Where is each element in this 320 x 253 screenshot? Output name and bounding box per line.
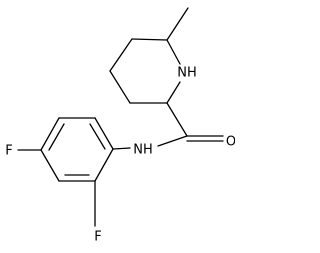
bond-c6-methyl (166, 7, 189, 41)
bond-ar-inner-3 (48, 123, 65, 151)
bonds (17, 7, 224, 227)
bond-c4-c3 (109, 70, 131, 104)
amide-nitrogen-label: NH (133, 143, 153, 158)
bond-c2-carbonyl (166, 102, 188, 137)
bond-amide-nh-aryl (112, 147, 131, 150)
bond-c2-ring-nh (166, 81, 181, 104)
bond-ar-c4-c5 (40, 117, 60, 151)
fluorine-para-label: F (5, 144, 12, 159)
bond-ar-inner-1 (89, 123, 106, 150)
bond-ar-c3-c4 (40, 149, 60, 182)
fluorine-ortho-label: F (94, 230, 101, 245)
bond-ar-c1-c2 (94, 148, 114, 182)
bond-ring-nh-c6 (166, 39, 181, 65)
bond-c5-c4 (109, 38, 133, 72)
carbonyl-oxygen-label: O (226, 135, 235, 150)
ring-nitrogen-label: NH (177, 66, 197, 81)
molecule-structure-diagram: NH O NH F F (5, 7, 235, 245)
bond-carbonyl-amide-nh (157, 135, 188, 147)
bond-c6-c5 (131, 38, 168, 41)
bond-ar-c6-c1 (94, 117, 114, 150)
